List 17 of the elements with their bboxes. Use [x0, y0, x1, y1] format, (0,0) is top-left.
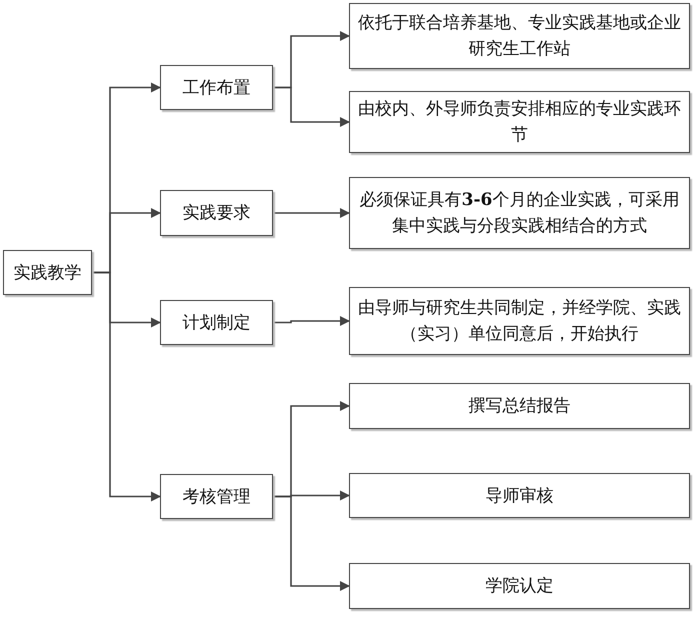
- arrow: [92, 272, 161, 502]
- arrow: [273, 208, 350, 218]
- process-box: 必须保证具有3-6个月的企业实践，可采用集中实践与分段实践相结合的方式: [349, 177, 690, 249]
- process-box: 考核管理: [160, 474, 273, 519]
- process-box: 由校内、外导师负责安排相应的专业实践环节: [349, 91, 690, 153]
- process-box: 工作布置: [160, 65, 273, 110]
- arrow: [273, 316, 350, 326]
- process-box: 学院认定: [349, 563, 690, 609]
- process-box: 实践要求: [160, 190, 273, 236]
- process-box: 计划制定: [160, 300, 273, 345]
- process-box: 实践教学: [3, 250, 92, 295]
- process-box: 由导师与研究生共同制定，并经学院、实践（实习）单位同意后，开始执行: [349, 287, 690, 355]
- process-box: 撰写总结报告: [349, 383, 690, 429]
- process-box: 导师审核: [349, 473, 690, 518]
- arrow: [273, 496, 350, 591]
- arrow: [273, 86, 350, 127]
- process-box: 依托于联合培养基地、专业实践基地或企业研究生工作站: [349, 3, 690, 69]
